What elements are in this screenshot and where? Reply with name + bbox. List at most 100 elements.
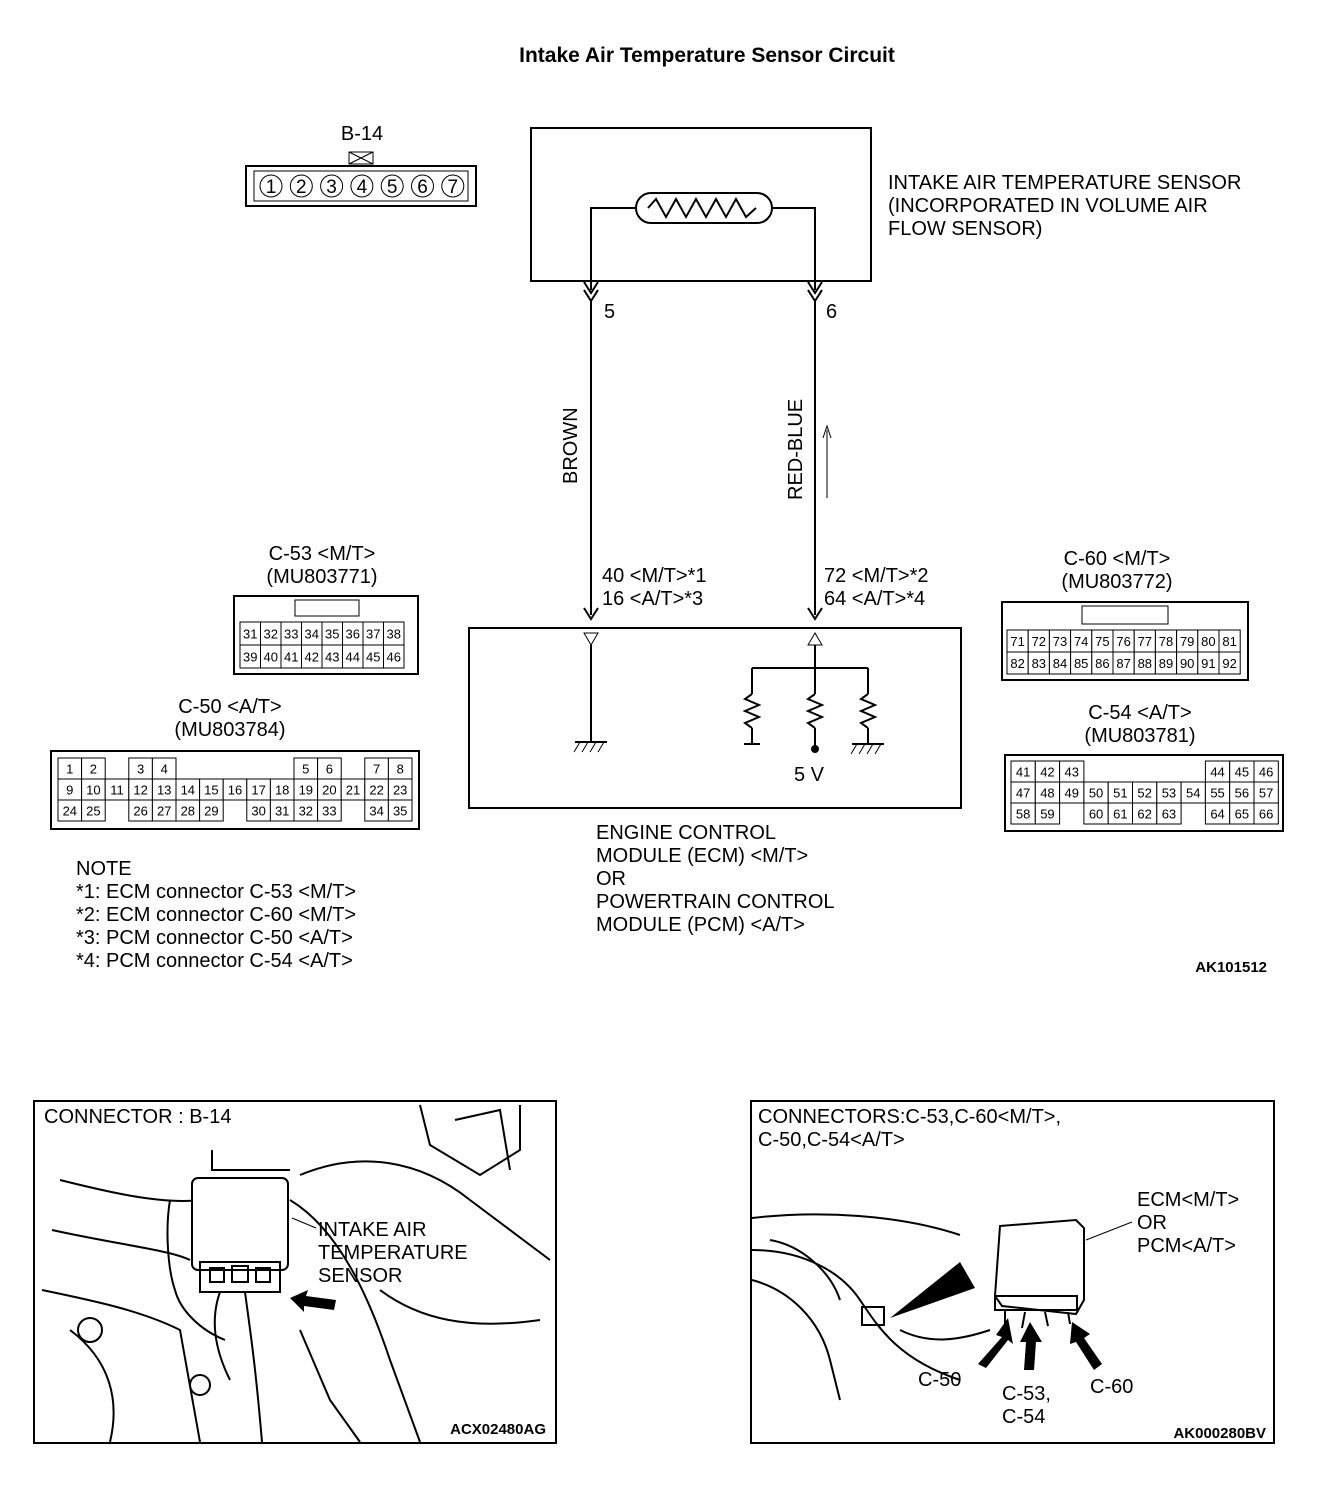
c50-pin-6: 6 [326,762,333,777]
c54-pin-50: 50 [1089,786,1103,801]
c50-pin-17: 17 [251,783,265,798]
dashboard-illustration [751,1213,1133,1401]
c50-cell [81,799,106,822]
wire-right-color: RED-BLUE [785,399,807,500]
c60-pin-91: 91 [1201,656,1215,671]
arrow-c60-icon [1070,1322,1102,1370]
c53-pin-33: 33 [284,627,298,642]
wire-left-ecm-pin-mt: 40 <M/T>*1 [602,565,707,587]
c50-pin-1: 1 [66,762,73,777]
c54-pin-62: 62 [1137,807,1151,822]
c50-pin-32: 32 [299,804,313,819]
c60-pin-92: 92 [1222,656,1236,671]
note-heading: NOTE [76,858,132,880]
c50-pin-10: 10 [86,783,100,798]
c60-pin-90: 90 [1180,656,1194,671]
wire-left-color: BROWN [560,407,582,484]
c54-pin-43: 43 [1065,765,1079,780]
c60-pin-75: 75 [1095,634,1109,649]
ecm-supply-voltage: 5 V [794,764,825,786]
ecm-label-line1: ENGINE CONTROL [596,822,776,844]
c54-pin-59: 59 [1040,807,1054,822]
b14-pin-4: 4 [357,177,368,198]
b14-pin-circle [289,174,313,198]
c54-cell [1034,802,1061,825]
arrow-c53-icon [1020,1322,1042,1370]
connector-c60-part: (MU803772) [1061,571,1172,593]
c54-cell [1253,802,1279,825]
ecm-module: 5 V [468,627,962,809]
photo-right-arrow-c54: C-54 [1002,1406,1045,1428]
c53-pin-38: 38 [387,627,401,642]
c54-pin-42: 42 [1040,765,1054,780]
c60-pin-78: 78 [1159,634,1173,649]
connector-c50-part: (MU803784) [174,719,285,741]
c50-pin-24: 24 [63,804,77,819]
c54-pin-47: 47 [1016,786,1030,801]
c53-pin-41: 41 [284,650,298,665]
photo-right-arrow-c50: C-50 [918,1369,961,1391]
photo-ecm-connectors: CONNECTORS:C-53,C-60<M/T>, C-50,C-54<A/T… [750,1100,1275,1444]
c60-pin-76: 76 [1116,634,1130,649]
c54-pin-54: 54 [1186,786,1200,801]
note: NOTE *1: ECM connector C-53 <M/T> *2: EC… [76,858,356,972]
c50-pin-23: 23 [393,783,407,798]
c60-pin-84: 84 [1053,656,1067,671]
b14-pin-circle [380,174,404,198]
c54-pin-52: 52 [1137,786,1151,801]
c50-pin-33: 33 [322,804,336,819]
ecm-label-line2: MODULE (ECM) <M/T> [596,845,808,867]
c50-pin-11: 11 [110,783,124,798]
c60-pin-73: 73 [1053,634,1067,649]
figure-code: AK101512 [1195,959,1267,976]
pointer-arrow-icon [290,1290,336,1312]
c53-pin-31: 31 [243,627,257,642]
c54-pin-64: 64 [1210,807,1224,822]
c50-pin-14: 14 [181,783,195,798]
note-line-3: *3: PCM connector C-50 <A/T> [76,927,353,949]
c60-pin-80: 80 [1201,634,1215,649]
c50-pin-25: 25 [86,804,100,819]
c50-pin-27: 27 [157,804,171,819]
arrow-c50-icon [978,1318,1013,1368]
note-line-1: *1: ECM connector C-53 <M/T> [76,881,356,903]
c54-pin-65: 65 [1235,807,1249,822]
c50-pin-3: 3 [137,762,144,777]
photo-right-arrow-c53: C-53, [1002,1383,1051,1405]
b14-pin-1: 1 [266,177,277,198]
photo-right-header-2: C-50,C-54<A/T> [758,1129,905,1151]
c54-pin-53: 53 [1162,786,1176,801]
b14-pin-2: 2 [296,177,307,198]
diagram-title: Intake Air Temperature Sensor Circuit [519,44,895,67]
c54-pin-48: 48 [1040,786,1054,801]
wire-left-pin: 5 [604,301,615,323]
engine-bay-illustration [41,1104,551,1443]
c53-pin-43: 43 [325,650,339,665]
c54-pin-61: 61 [1113,807,1127,822]
wire-left-ecm-pin-at: 16 <A/T>*3 [602,588,703,610]
c60-pin-82: 82 [1010,656,1024,671]
photo-right-callout-1: ECM<M/T> [1137,1189,1239,1211]
c60-pin-71: 71 [1010,634,1024,649]
wire-right-ecm-pin-mt: 72 <M/T>*2 [824,565,929,587]
c60-pin-74: 74 [1074,634,1088,649]
b14-pin-circle [320,174,344,198]
c54-pin-44: 44 [1210,765,1224,780]
b14-pin-7: 7 [448,177,459,198]
c53-pin-32: 32 [264,627,278,642]
c54-pin-45: 45 [1235,765,1249,780]
c50-pin-30: 30 [251,804,265,819]
photo-left-callout-1: INTAKE AIR [318,1219,427,1241]
c54-pin-55: 55 [1210,786,1224,801]
b14-pin-circle [350,174,374,198]
b14-pin-circle [259,174,283,198]
c50-pin-5: 5 [302,762,309,777]
photo-right-callout-3: PCM<A/T> [1137,1235,1236,1257]
c50-pin-21: 21 [346,783,360,798]
c53-pin-42: 42 [305,650,319,665]
c60-pin-83: 83 [1032,656,1046,671]
c50-pin-22: 22 [369,783,383,798]
c53-pin-39: 39 [243,650,257,665]
c54-pin-60: 60 [1089,807,1103,822]
